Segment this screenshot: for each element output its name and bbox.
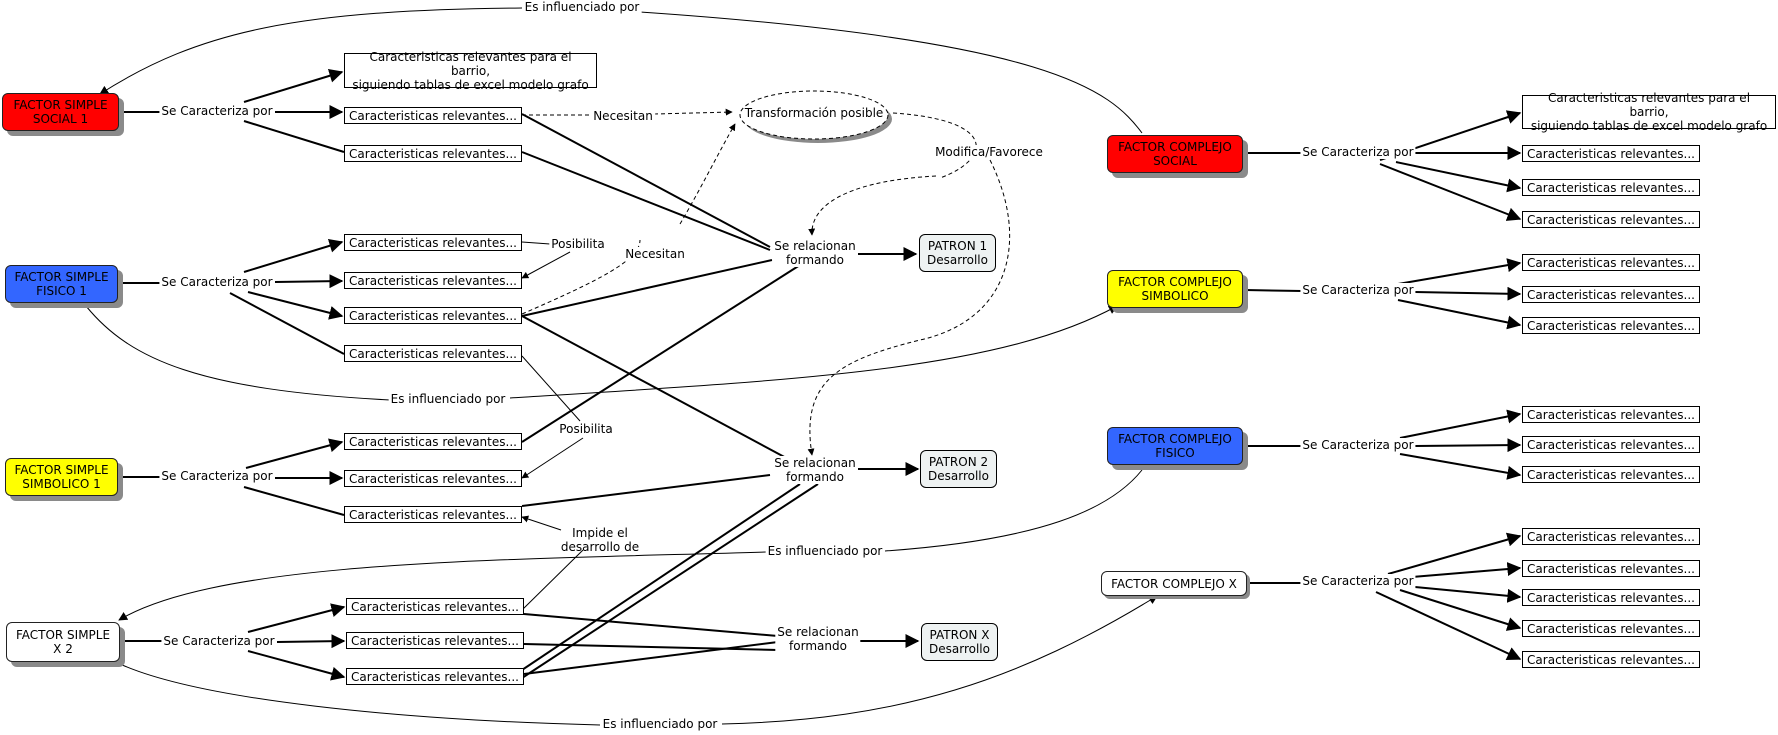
caracteristicas-box[interactable]: Caracteristicas relevantes... [346, 632, 524, 649]
patron-2[interactable]: PATRON 2 Desarrollo [920, 450, 997, 488]
label-necesitan: Necesitan [623, 247, 687, 261]
patron-relations [521, 113, 920, 679]
label-se-caracteriza: Se Caracteriza por [159, 104, 275, 118]
factor-complejo-x[interactable]: FACTOR COMPLEJO X [1101, 571, 1247, 596]
label-se-caracteriza: Se Caracteriza por [159, 275, 275, 289]
caracteristicas-box-long[interactable]: Caracteristicas relevantes para el barri… [344, 50, 597, 92]
factor-complejo-fisico[interactable]: FACTOR COMPLEJO FISICO [1107, 427, 1243, 465]
complejo-fisico-edges [1245, 409, 1522, 480]
caracteristicas-box[interactable]: Caracteristicas relevantes... [1522, 589, 1700, 606]
factor-simple-fisico-1[interactable]: FACTOR SIMPLE FISICO 1 [5, 265, 118, 303]
caracteristicas-box[interactable]: Caracteristicas relevantes... [1522, 466, 1700, 483]
caracteristicas-box[interactable]: Caracteristicas relevantes... [344, 107, 522, 124]
caracteristicas-box[interactable]: Caracteristicas relevantes... [344, 345, 522, 362]
caracteristicas-box[interactable]: Caracteristicas relevantes... [344, 145, 522, 162]
caracteristicas-box[interactable]: Caracteristicas relevantes... [1522, 179, 1700, 196]
caracteristicas-box[interactable]: Caracteristicas relevantes... [344, 506, 522, 523]
caracteristicas-box[interactable]: Caracteristicas relevantes... [344, 307, 522, 324]
label-es-influenciado: Es influenciado por [765, 544, 885, 558]
caracteristicas-box[interactable]: Caracteristicas relevantes... [1522, 286, 1700, 303]
caracteristicas-box[interactable]: Caracteristicas relevantes... [344, 470, 522, 487]
simbolico1-edges [118, 438, 345, 516]
label-se-caracteriza: Se Caracteriza por [161, 634, 277, 648]
label-es-influenciado: Es influenciado por [600, 717, 720, 731]
caracteristicas-box[interactable]: Caracteristicas relevantes... [1522, 317, 1700, 334]
label-es-influenciado: Es influenciado por [388, 392, 508, 406]
caracteristicas-box[interactable]: Caracteristicas relevantes... [1522, 254, 1700, 271]
label-es-influenciado: Es influenciado por [522, 0, 642, 14]
factor-simple-simbolico-1[interactable]: FACTOR SIMPLE SIMBOLICO 1 [5, 458, 118, 496]
complejo-social-edges [1245, 110, 1522, 221]
complejo-simbolico-edges [1244, 258, 1522, 330]
influence-curves [85, 7, 1158, 726]
label-se-relacionan: Se relacionan formando [772, 239, 858, 267]
label-posibilita: Posibilita [549, 237, 607, 251]
factor-complejo-simbolico[interactable]: FACTOR COMPLEJO SIMBOLICO [1107, 270, 1243, 308]
patron-1[interactable]: PATRON 1 Desarrollo [919, 234, 996, 272]
complejo-x-edges [1248, 532, 1522, 661]
label-modifica: Modifica/Favorece [933, 145, 1045, 159]
transformacion-ellipse [739, 90, 889, 140]
caracteristicas-box[interactable]: Caracteristicas relevantes... [346, 668, 524, 685]
caracteristicas-box[interactable]: Caracteristicas relevantes... [344, 272, 522, 289]
caracteristicas-box[interactable]: Caracteristicas relevantes... [344, 433, 522, 450]
caracteristicas-box[interactable]: Caracteristicas relevantes... [1522, 620, 1700, 637]
caracteristicas-box-long[interactable]: Caracteristicas relevantes para el barri… [1522, 91, 1776, 133]
label-posibilita: Posibilita [557, 422, 615, 436]
caracteristicas-box[interactable]: Caracteristicas relevantes... [1522, 406, 1700, 423]
transformacion-posible[interactable]: Transformación posible [744, 106, 884, 120]
factor-complejo-social[interactable]: FACTOR COMPLEJO SOCIAL [1107, 135, 1243, 173]
label-se-relacionan: Se relacionan formando [775, 625, 861, 653]
label-se-caracteriza: Se Caracteriza por [1300, 574, 1416, 588]
label-se-caracteriza: Se Caracteriza por [159, 469, 275, 483]
social1-edges [120, 68, 345, 153]
label-se-relacionan: Se relacionan formando [772, 456, 858, 484]
caracteristicas-box[interactable]: Caracteristicas relevantes... [1522, 145, 1700, 162]
label-impide: Impide el desarrollo de [560, 526, 640, 554]
factor-simple-social-1[interactable]: FACTOR SIMPLE SOCIAL 1 [2, 93, 119, 131]
caracteristicas-box[interactable]: Caracteristicas relevantes... [1522, 560, 1700, 577]
fisico1-edges [118, 238, 345, 355]
patron-x[interactable]: PATRON X Desarrollo [921, 623, 998, 661]
thin-links [521, 241, 584, 611]
label-se-caracteriza: Se Caracteriza por [1300, 438, 1416, 452]
factor-simple-x2[interactable]: FACTOR SIMPLE X 2 [6, 622, 120, 662]
x2-edges [122, 603, 346, 681]
caracteristicas-box[interactable]: Caracteristicas relevantes... [344, 234, 522, 251]
label-necesitan: Necesitan [591, 109, 655, 123]
caracteristicas-box[interactable]: Caracteristicas relevantes... [346, 598, 524, 615]
caracteristicas-box[interactable]: Caracteristicas relevantes... [1522, 211, 1700, 228]
caracteristicas-box[interactable]: Caracteristicas relevantes... [1522, 436, 1700, 453]
label-se-caracteriza: Se Caracteriza por [1300, 145, 1416, 159]
caracteristicas-box[interactable]: Caracteristicas relevantes... [1522, 651, 1700, 668]
caracteristicas-box[interactable]: Caracteristicas relevantes... [1522, 528, 1700, 545]
dashed-links [521, 108, 1010, 456]
label-se-caracteriza: Se Caracteriza por [1300, 283, 1416, 297]
